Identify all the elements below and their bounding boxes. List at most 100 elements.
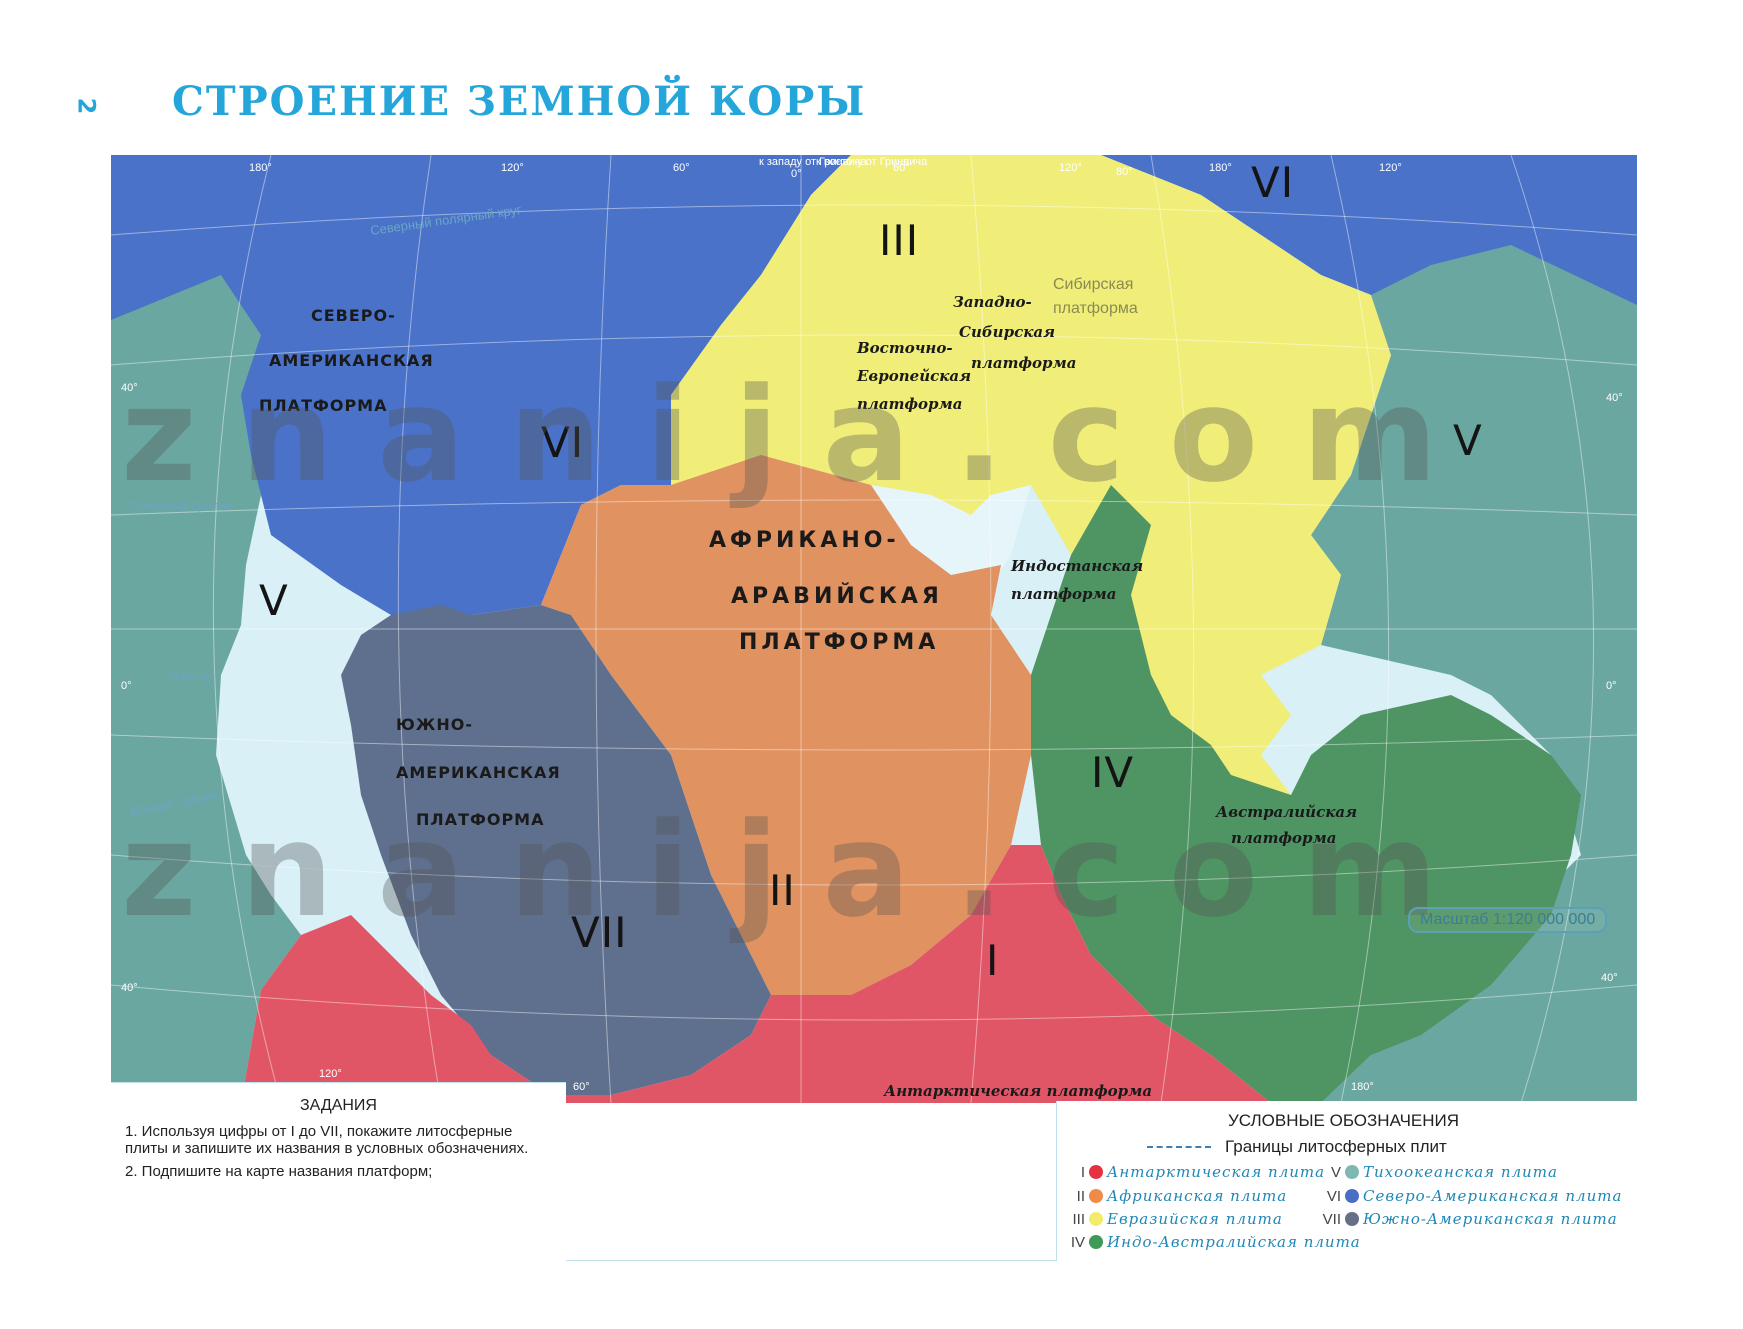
degree-label: 80° — [1116, 166, 1133, 178]
svg-text:Восточно-: Восточно- — [856, 339, 953, 357]
svg-text:АРАВИЙСКАЯ: АРАВИЙСКАЯ — [731, 583, 943, 609]
svg-text:Сибирская: Сибирская — [1053, 276, 1133, 293]
north-american-platform-label: СЕВЕРО- АМЕРИКАНСКАЯ ПЛАТФОРМА — [259, 306, 434, 415]
svg-text:СЕВЕРО-: СЕВЕРО- — [311, 306, 396, 325]
plate-north-american-east — [1101, 155, 1637, 305]
legend-item-antarctic: I Антарктическая плита — [1080, 1163, 1326, 1181]
degree-label: 40° — [1601, 972, 1618, 984]
west-of-greenwich-label: к западу от Гринвича — [759, 156, 867, 168]
degree-label: 40° — [121, 382, 138, 394]
svg-text:платформа: платформа — [971, 354, 1076, 372]
svg-text:платформа: платформа — [857, 395, 962, 413]
degree-label: 120° — [1059, 162, 1082, 174]
plate-number-III: III — [879, 216, 919, 265]
degree-label: 60° — [573, 1081, 590, 1093]
plate-indo-australian — [1031, 485, 1581, 1103]
degree-label: 120° — [1379, 162, 1402, 174]
australian-platform-label: Австралийская платформа — [1215, 803, 1357, 847]
svg-text:АФРИКАНО-: АФРИКАНО- — [709, 528, 900, 553]
svg-text:АМЕРИКАНСКАЯ: АМЕРИКАНСКАЯ — [269, 351, 434, 370]
svg-text:платформа: платформа — [1011, 585, 1116, 603]
south-american-platform-label: ЮЖНО- АМЕРИКАНСКАЯ ПЛАТФОРМА — [396, 715, 561, 829]
orange-dot-icon — [1089, 1189, 1103, 1203]
plate-number-VII: VII — [571, 908, 628, 957]
svg-text:Индостанская: Индостанская — [1010, 557, 1143, 575]
tasks-title: ЗАДАНИЯ — [300, 1097, 377, 1114]
degree-label: 180° — [1209, 162, 1232, 174]
svg-text:ПЛАТФОРМА: ПЛАТФОРМА — [259, 396, 387, 415]
red-dot-icon — [1089, 1165, 1103, 1179]
antarctic-platform-label: Антарктическая платформа — [883, 1082, 1152, 1100]
west-siberian-platform-label: Западно- Сибирская платформа — [953, 293, 1076, 372]
legend-boundary: Границы литосферных плит — [1147, 1137, 1447, 1157]
plate-number-II: II — [769, 866, 796, 915]
svg-text:ПЛАТФОРМА: ПЛАТФОРМА — [739, 630, 939, 655]
plate-eurasian — [671, 155, 1391, 855]
grey-dot-icon — [1345, 1212, 1359, 1226]
east-of-greenwich-label: к востоку от Гринвича — [816, 156, 928, 168]
north-tropic-label: Северный тропик — [126, 498, 232, 513]
tasks-panel: ЗАДАНИЯ 1. Используя цифры от I до VII, … — [111, 1082, 566, 1261]
plate-number-I: I — [986, 936, 999, 985]
degree-labels: 180° 120° 60° 0° 60° 120° 180° 120° 80° … — [121, 162, 1623, 1093]
plate-number-VI-right: VI — [1251, 158, 1294, 207]
page-number: 2 — [72, 97, 101, 115]
svg-text:Западно-: Западно- — [953, 293, 1032, 311]
equator-label: Экватор — [166, 668, 215, 683]
degree-label: 60° — [673, 162, 690, 174]
degree-label: 40° — [121, 982, 138, 994]
degree-label: 180° — [1351, 1081, 1374, 1093]
degree-label: 120° — [319, 1068, 342, 1080]
plate-number-IV: IV — [1091, 748, 1134, 797]
siberian-platform-label: Сибирская платформа — [1053, 276, 1138, 317]
indostan-platform-label: Индостанская платформа — [1010, 557, 1143, 603]
tectonic-plates-map: Северный тропик Экватор Южный тропик Сев… — [111, 155, 1637, 1103]
plate-south-american — [341, 605, 771, 1095]
plate-number-VI-left: VI — [541, 418, 584, 467]
blue-dot-icon — [1345, 1189, 1359, 1203]
legend-item-north-american: VI Северо-Американская плита — [1326, 1187, 1623, 1205]
legend-panel: УСЛОВНЫЕ ОБОЗНАЧЕНИЯ Границы литосферных… — [1056, 1101, 1637, 1261]
green-dot-icon — [1089, 1235, 1103, 1249]
dashed-line-icon — [1147, 1146, 1211, 1148]
yellow-dot-icon — [1089, 1212, 1103, 1226]
legend-item-african: II Африканская плита — [1076, 1187, 1288, 1205]
degree-label: 0° — [121, 680, 132, 692]
svg-text:АМЕРИКАНСКАЯ: АМЕРИКАНСКАЯ — [396, 763, 561, 782]
degree-label: 0° — [1606, 680, 1617, 692]
task-item: 1. Используя цифры от I до VII, покажите… — [125, 1123, 529, 1157]
svg-text:Сибирская: Сибирская — [959, 323, 1055, 341]
legend-item-pacific: V Тихоокеанская плита — [1330, 1163, 1558, 1181]
page-title: СТРОЕНИЕ ЗЕМНОЙ КОРЫ — [172, 78, 867, 125]
teal-dot-icon — [1345, 1165, 1359, 1179]
plate-number-V-left: V — [259, 576, 289, 625]
plate-pacific-left — [111, 255, 301, 1103]
svg-text:ЮЖНО-: ЮЖНО- — [396, 715, 473, 734]
map-canvas: Северный тропик Экватор Южный тропик Сев… — [111, 155, 1637, 1103]
plate-antarctic — [241, 845, 1271, 1103]
svg-text:Австралийская: Австралийская — [1215, 803, 1357, 821]
map-scale: Масштаб 1:120 000 000 — [1408, 907, 1608, 933]
watermark-bottom: znanija.com — [121, 794, 1482, 946]
degree-label: 120° — [501, 162, 524, 174]
degree-label: 0° — [791, 168, 802, 180]
degree-label: 40° — [1606, 392, 1623, 404]
african-arabian-platform-label: АФРИКАНО- АРАВИЙСКАЯ ПЛАТФОРМА — [709, 528, 943, 655]
legend-boundary-label: Границы литосферных плит — [1225, 1137, 1447, 1156]
watermark-top: znanija.com — [121, 359, 1482, 511]
plate-north-american — [111, 155, 851, 615]
red-sea-gap — [871, 485, 1031, 585]
svg-text:Европейская: Европейская — [856, 367, 971, 385]
legend-item-eurasian: III Евразийская плита — [1072, 1210, 1283, 1228]
svg-text:платформа: платформа — [1231, 829, 1336, 847]
graticule — [111, 155, 1637, 1103]
legend-item-indo-australian: IV Индо-Австралийская плита — [1070, 1233, 1361, 1251]
legend-item-south-american: VII Южно-Американская плита — [1322, 1210, 1618, 1228]
legend-title: УСЛОВНЫЕ ОБОЗНАЧЕНИЯ — [1228, 1111, 1460, 1130]
degree-label: 180° — [249, 162, 272, 174]
east-european-platform-label: Восточно- Европейская платформа — [856, 339, 971, 413]
task-item: 2. Подпишите на карте названия платформ; — [125, 1163, 433, 1180]
plate-number-V-right: V — [1453, 416, 1483, 465]
svg-text:ПЛАТФОРМА: ПЛАТФОРМА — [416, 810, 544, 829]
degree-label: 60° — [893, 162, 910, 174]
